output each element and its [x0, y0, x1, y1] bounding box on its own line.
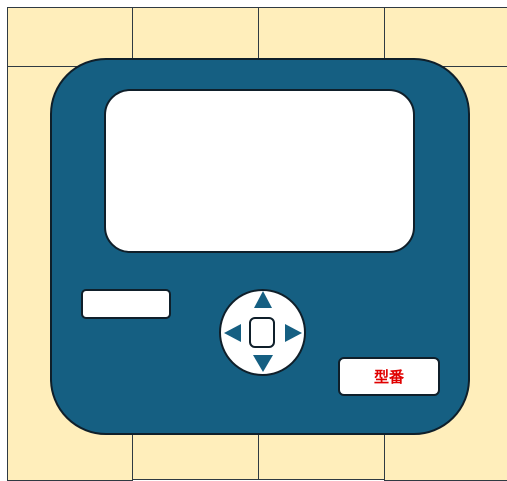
display-screen: [104, 89, 415, 253]
directional-pad: [219, 289, 306, 376]
arrow-up-icon[interactable]: [254, 291, 272, 308]
arrow-left-icon[interactable]: [224, 324, 241, 342]
controller-device: 型番: [50, 58, 470, 435]
model-number-button[interactable]: 型番: [338, 357, 440, 396]
arrow-down-icon[interactable]: [253, 355, 273, 372]
center-select-button[interactable]: [249, 317, 275, 348]
arrow-right-icon[interactable]: [285, 324, 302, 342]
function-button[interactable]: [81, 289, 171, 319]
